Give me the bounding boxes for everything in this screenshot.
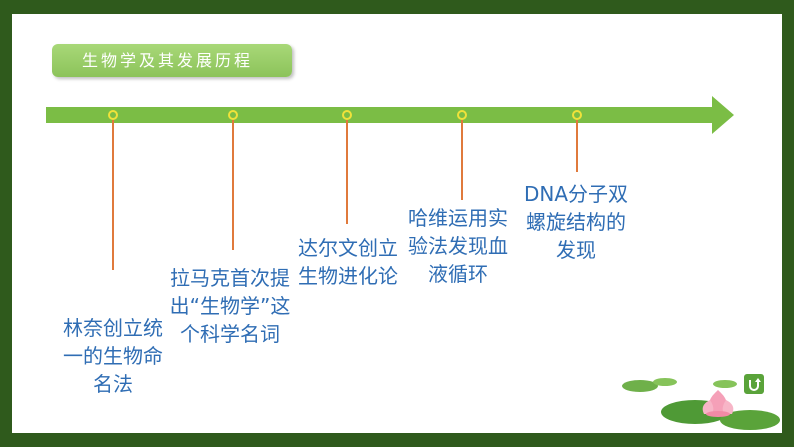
event-label: 达尔文创立生物进化论 bbox=[298, 236, 398, 288]
timeline-marker bbox=[342, 110, 352, 120]
section-title: 生物学及其发展历程 bbox=[52, 44, 292, 77]
timeline-marker bbox=[228, 110, 238, 120]
timeline-connector bbox=[232, 120, 234, 250]
event-label: 林奈创立统一的生物命名法 bbox=[63, 316, 163, 396]
timeline-connector bbox=[112, 120, 114, 270]
timeline-connector bbox=[346, 120, 348, 224]
timeline-connector bbox=[576, 120, 578, 172]
timeline-connector bbox=[461, 120, 463, 200]
timeline-marker bbox=[572, 110, 582, 120]
event-label: 哈维运用实验法发现血液循环 bbox=[408, 206, 508, 286]
timeline-arrow bbox=[46, 96, 734, 134]
timeline-marker bbox=[457, 110, 467, 120]
lotus-decoration bbox=[622, 378, 780, 430]
slide-canvas: 生物学及其发展历程 林奈创立统一的生物命名法 拉马克首次提出“生物学”这个科学名… bbox=[12, 14, 782, 433]
event-label: DNA分子双螺旋结构的发现 bbox=[523, 182, 629, 262]
return-icon[interactable] bbox=[744, 374, 764, 394]
event-label: 拉马克首次提出“生物学”这个科学名词 bbox=[169, 266, 291, 346]
timeline-marker bbox=[108, 110, 118, 120]
